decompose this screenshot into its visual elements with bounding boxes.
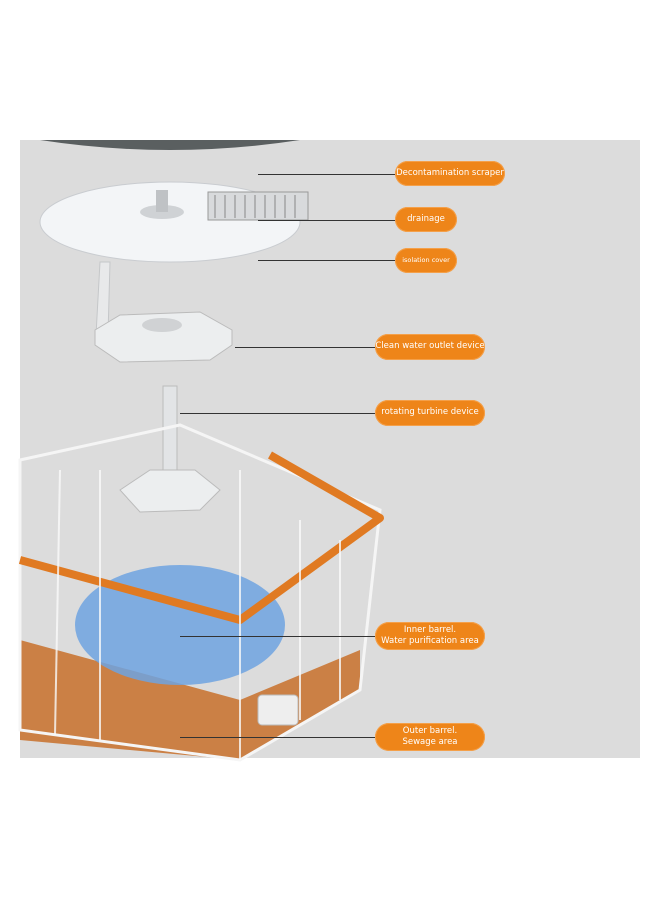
callout-decontamination-scraper: Decontamination scraper <box>395 161 505 186</box>
inner-barrel <box>75 565 285 685</box>
scraper <box>207 191 309 221</box>
outlet-device <box>94 311 233 363</box>
callout-label: Outer barrel. <box>402 725 458 736</box>
leader-line <box>258 174 395 175</box>
callout-inner-barrel: Inner barrel.Water purification area <box>375 622 485 650</box>
callout-label: rotating turbine device <box>381 407 479 418</box>
callout-label: Inner barrel. <box>403 624 457 635</box>
mop-head <box>40 140 300 150</box>
leader-line <box>180 737 375 738</box>
callout-outer-barrel: Outer barrel.Sewage area <box>375 723 485 751</box>
outer-barrel-water <box>20 640 360 760</box>
leader-line <box>258 220 395 221</box>
callout-label: Sewage area <box>402 737 458 747</box>
leader-line <box>235 347 375 348</box>
callout-label: Decontamination scraper <box>396 167 504 178</box>
callout-rotating-turbine: rotating turbine device <box>375 400 485 426</box>
callout-label: isolation cover <box>402 256 450 265</box>
callout-label: Water purification area <box>381 636 479 646</box>
leader-line <box>180 636 375 637</box>
callout-clean-water-outlet: Clean water outlet device <box>375 334 485 360</box>
callout-label: drainage <box>407 213 445 224</box>
bucket-handle <box>18 451 384 624</box>
callout-drainage: drainage <box>395 207 457 232</box>
callout-isolation-cover: isolation cover <box>395 248 457 273</box>
leader-line <box>258 260 395 261</box>
leader-line <box>180 413 375 414</box>
turbine-base <box>119 469 221 513</box>
callout-label: Clean water outlet device <box>375 341 485 352</box>
